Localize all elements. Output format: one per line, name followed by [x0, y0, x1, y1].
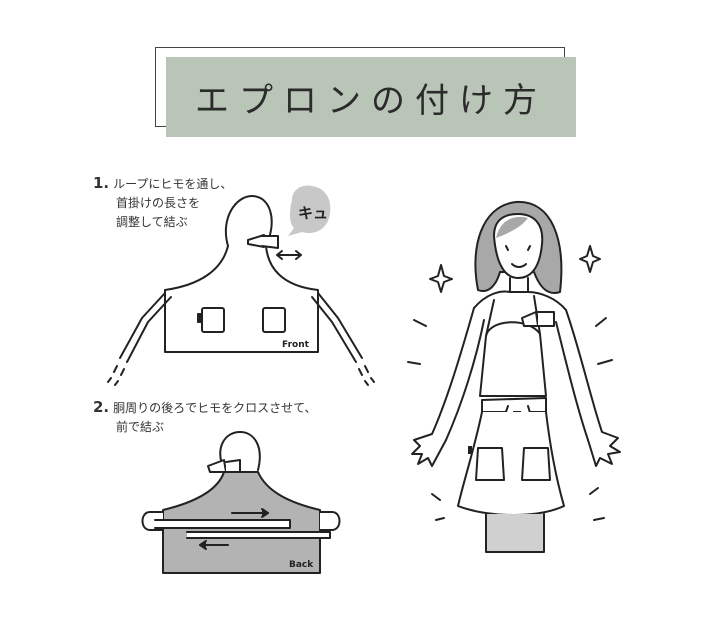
step-1-number: 1.	[93, 174, 110, 192]
back-apron-illustration	[141, 431, 341, 574]
step-2-number: 2.	[93, 398, 110, 416]
sound-bubble	[288, 185, 331, 236]
title-box: エプロンの付け方	[166, 57, 576, 137]
back-label: Back	[289, 560, 314, 570]
step-2-line-1: 胴周りの後ろでヒモをクロスさせて、	[113, 401, 317, 415]
front-label: Front	[282, 340, 310, 350]
step-1-line-2: 首掛けの長さを	[116, 196, 201, 210]
sound-effect-text: キュ	[298, 204, 328, 222]
step-1-line-3: 調整して結ぶ	[116, 215, 188, 229]
page-title: エプロンの付け方	[195, 80, 547, 121]
step-2-line-2: 前で結ぶ	[116, 420, 165, 434]
step-1-line-1: ループにヒモを通し、	[113, 177, 233, 191]
step-2-instruction: 2.胴周りの後ろでヒモをクロスさせて、 前で結ぶ	[93, 398, 317, 437]
woman-illustration	[407, 200, 621, 553]
step-1-instruction: 1.ループにヒモを通し、 首掛けの長さを 調整して結ぶ	[93, 174, 232, 232]
front-apron-illustration	[107, 195, 375, 386]
